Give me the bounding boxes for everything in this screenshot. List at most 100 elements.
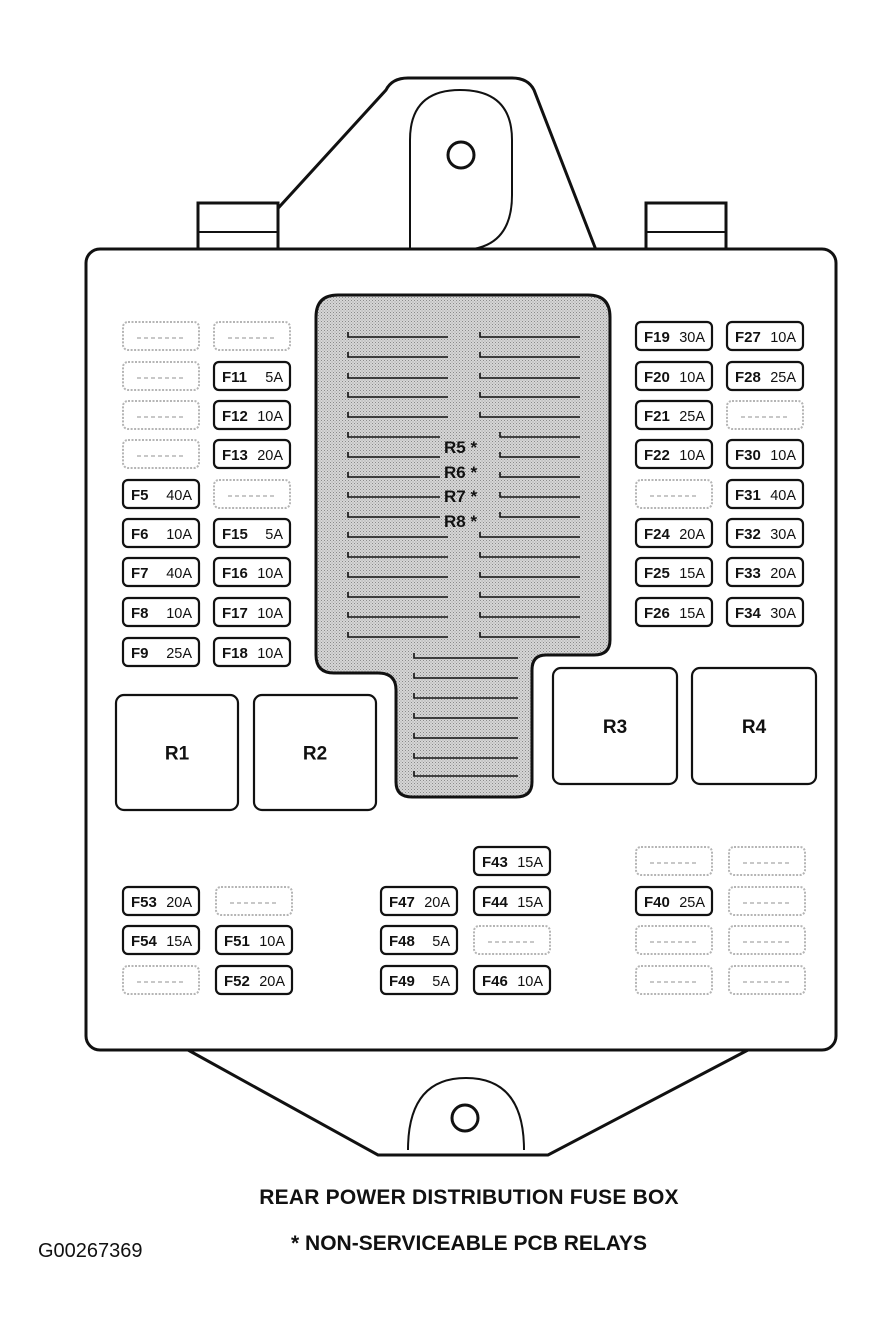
fuse-rating: 20A bbox=[770, 566, 796, 582]
fuse-label: F34 bbox=[735, 605, 762, 622]
fuse-label: F51 bbox=[224, 933, 250, 950]
pcb-terminal-line bbox=[479, 352, 580, 358]
pcb-relay-label: R6 * bbox=[444, 463, 477, 482]
right-clip bbox=[644, 201, 728, 251]
fuse-label: F52 bbox=[224, 973, 250, 990]
pcb-relay-area bbox=[314, 293, 612, 799]
pcb-terminal-line bbox=[347, 472, 440, 478]
fuse-rating: 40A bbox=[770, 488, 796, 504]
fuse-label: F13 bbox=[222, 447, 248, 464]
fuse-rating: 20A bbox=[257, 448, 283, 464]
fuse-rating: 30A bbox=[679, 330, 705, 346]
fuse-rating: 10A bbox=[257, 646, 283, 662]
pcb-terminal-line bbox=[479, 572, 580, 578]
pcb-terminal-line bbox=[347, 532, 448, 538]
fuse-empty-l10 bbox=[213, 321, 291, 351]
top-mounting-tab bbox=[236, 76, 599, 252]
fuse-f11: F11 5A bbox=[212, 360, 292, 392]
fuse-rating: 15A bbox=[679, 606, 705, 622]
top-mounting-hole bbox=[446, 140, 476, 170]
pcb-terminal-line bbox=[347, 452, 440, 458]
fuse-label: F46 bbox=[482, 973, 508, 990]
fuse-rating: 25A bbox=[770, 370, 796, 386]
fuse-empty-b20 bbox=[728, 925, 806, 955]
fuse-empty-l1 bbox=[122, 321, 200, 351]
pcb-terminal-line bbox=[413, 733, 518, 739]
pcb-terminal-line bbox=[479, 592, 580, 598]
fuse-label: F5 bbox=[131, 487, 149, 504]
fuse-label: F16 bbox=[222, 565, 248, 582]
fuse-rating: 40A bbox=[166, 488, 192, 504]
fuse-label: F43 bbox=[482, 854, 508, 871]
fuse-rating: 10A bbox=[259, 934, 285, 950]
fuse-empty-r11 bbox=[726, 400, 804, 430]
fuse-rating: 10A bbox=[770, 330, 796, 346]
fuse-empty-b3 bbox=[122, 965, 200, 995]
image-id-label: G00267369 bbox=[38, 1240, 143, 1262]
fuse-label: F47 bbox=[389, 894, 415, 911]
pcb-terminal-line bbox=[347, 352, 448, 358]
relay-label: R3 bbox=[603, 717, 627, 738]
fuse-rating: 5A bbox=[432, 934, 450, 950]
pcb-terminal-line bbox=[347, 392, 448, 398]
bottom-mounting-tab bbox=[187, 1048, 749, 1157]
fuse-label: F40 bbox=[644, 894, 670, 911]
fuse-empty-b18 bbox=[728, 846, 806, 876]
fuse-empty-l14 bbox=[213, 479, 291, 509]
fuse-rating: 15A bbox=[679, 566, 705, 582]
fuse-empty-b14 bbox=[635, 846, 713, 876]
pcb-terminal-line bbox=[499, 512, 580, 518]
fuse-label: F19 bbox=[644, 329, 670, 346]
pcb-terminal-line bbox=[499, 452, 580, 458]
fuse-label: F11 bbox=[222, 369, 247, 386]
bottom-mounting-hole bbox=[450, 1103, 480, 1133]
fuse-label: F21 bbox=[644, 408, 670, 425]
pcb-relay-label: R5 * bbox=[444, 438, 477, 457]
pcb-terminal-line bbox=[479, 332, 580, 338]
fuse-label: F25 bbox=[644, 565, 670, 582]
fuse-label: F24 bbox=[644, 526, 671, 543]
fuse-label: F7 bbox=[131, 565, 149, 582]
fuse-rating: 20A bbox=[166, 895, 192, 911]
fuse-label: F48 bbox=[389, 933, 415, 950]
fuse-empty-b4 bbox=[215, 886, 293, 916]
fuse-label: F31 bbox=[735, 487, 761, 504]
fuse-label: F18 bbox=[222, 645, 248, 662]
fuse-label: F32 bbox=[735, 526, 761, 543]
fuse-empty-l2 bbox=[122, 361, 200, 391]
fuse-rating: 15A bbox=[517, 895, 543, 911]
fuse-empty-l4 bbox=[122, 439, 200, 469]
pcb-terminal-line bbox=[347, 552, 448, 558]
fuse-label: F20 bbox=[644, 369, 670, 386]
fuse-empty-l3 bbox=[122, 400, 200, 430]
diagram-footnote: * NON-SERVICEABLE PCB RELAYS bbox=[291, 1232, 647, 1255]
pcb-terminal-line bbox=[479, 373, 580, 379]
fuse-rating: 5A bbox=[265, 527, 283, 543]
pcb-terminal-line bbox=[479, 632, 580, 638]
pcb-terminal-line bbox=[499, 472, 580, 478]
fuse-f51: F51 10A bbox=[214, 924, 294, 956]
pcb-terminal-line bbox=[479, 412, 580, 418]
fuse-label: F54 bbox=[131, 933, 158, 950]
fuse-rating: 10A bbox=[166, 606, 192, 622]
fuse-rating: 5A bbox=[265, 370, 283, 386]
relay-label: R2 bbox=[303, 744, 327, 765]
pcb-terminal-line bbox=[499, 492, 580, 498]
fuse-rating: 5A bbox=[432, 974, 450, 990]
fuse-label: F49 bbox=[389, 973, 415, 990]
fuse-f28: F28 25A bbox=[725, 360, 805, 392]
pcb-terminal-line bbox=[347, 612, 448, 618]
fuse-label: F28 bbox=[735, 369, 761, 386]
